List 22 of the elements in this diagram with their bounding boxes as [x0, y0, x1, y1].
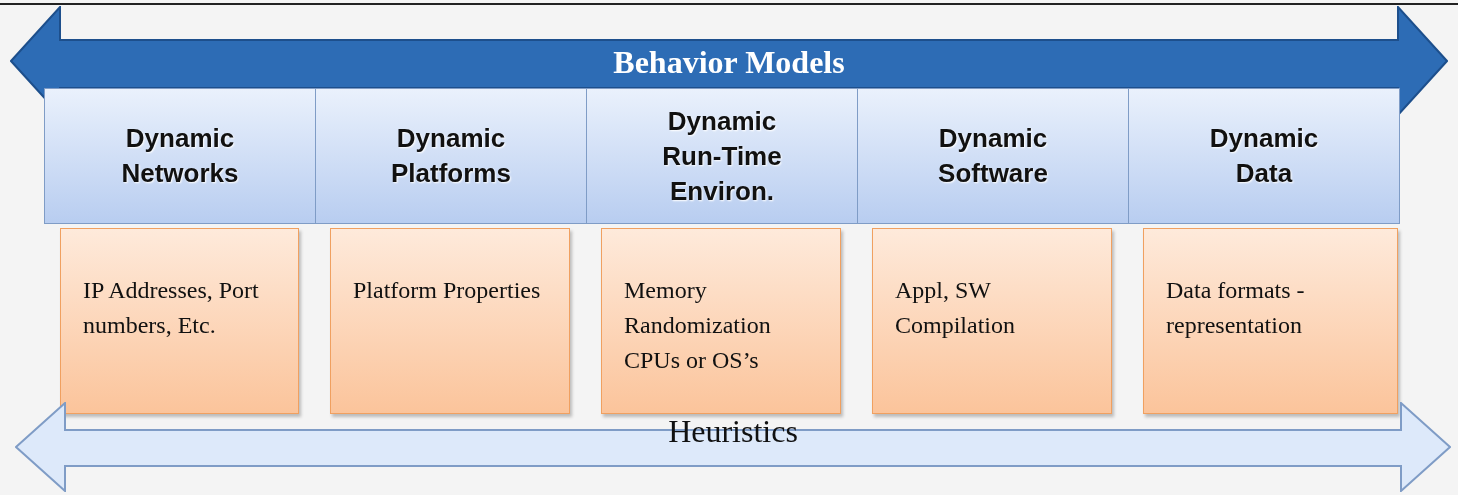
- band-title: Behavior Models: [612, 44, 846, 81]
- detail-box: [872, 228, 1112, 414]
- detail-box: [330, 228, 570, 414]
- category-box: [586, 88, 858, 224]
- category-heading: Dynamic Data: [1208, 122, 1320, 190]
- category-box: [44, 88, 316, 224]
- category-heading: Dynamic Software: [937, 122, 1049, 190]
- detail-box: [60, 228, 299, 414]
- detail-text: Data formats - representation: [1166, 276, 1306, 340]
- category-heading: Dynamic Run-Time Environ.: [661, 104, 783, 208]
- detail-text: Appl, SW Compilation: [895, 276, 1016, 340]
- detail-text: Platform Properties: [353, 276, 542, 305]
- detail-text: Memory Randomization CPUs or OS’s: [624, 276, 772, 375]
- detail-box: [601, 228, 841, 414]
- detail-box: [1143, 228, 1398, 414]
- category-box: [315, 88, 587, 224]
- detail-text: IP Addresses, Port numbers, Etc.: [83, 276, 260, 340]
- category-heading: Dynamic Networks: [120, 122, 240, 190]
- band-title: Heuristics: [667, 413, 799, 450]
- category-box: [1128, 88, 1400, 224]
- category-heading: Dynamic Platforms: [390, 122, 512, 190]
- category-box: [857, 88, 1129, 224]
